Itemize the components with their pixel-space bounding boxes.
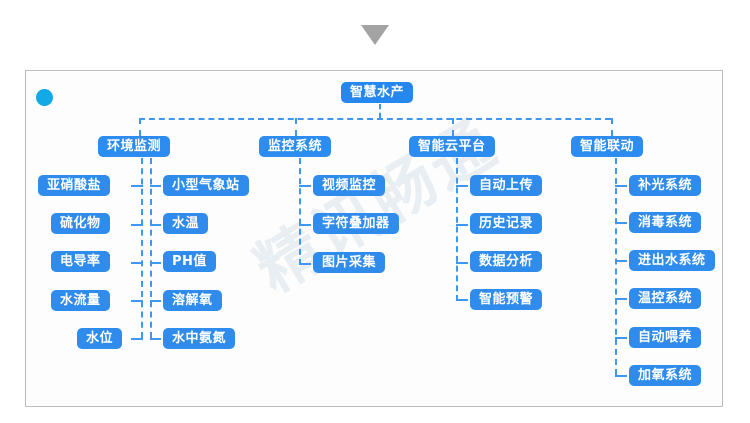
leaf-fill-light-system[interactable]: 补光系统 (629, 175, 702, 196)
node-branch-environment[interactable]: 环境监测 (98, 136, 171, 157)
node-branch-surveillance[interactable]: 监控系统 (259, 136, 332, 157)
leaf-disinfection-system[interactable]: 消毒系统 (629, 212, 702, 233)
leaf-video-surveillance[interactable]: 视频监控 (313, 175, 386, 196)
leaf-character-overlay[interactable]: 字符叠加器 (313, 213, 399, 234)
connector-drop-2 (295, 118, 297, 136)
connector-root-stem (379, 104, 381, 118)
connector-stub (615, 185, 627, 187)
connector-stub (615, 260, 627, 262)
leaf-water-flow[interactable]: 水流量 (51, 290, 110, 311)
connector-spine-1-left (141, 158, 143, 338)
node-branch-cloud[interactable]: 智能云平台 (409, 136, 495, 157)
chevron-down-icon (361, 25, 389, 45)
leaf-ammonia-nitrogen[interactable]: 水中氨氮 (163, 328, 236, 349)
leaf-data-analysis[interactable]: 数据分析 (470, 251, 543, 272)
connector-stub (150, 338, 161, 340)
leaf-sulfide[interactable]: 硫化物 (51, 213, 110, 234)
connector-drop-4 (611, 118, 613, 136)
connector-stub (299, 263, 311, 265)
leaf-conductivity[interactable]: 电导率 (51, 251, 110, 272)
leaf-auto-feeding[interactable]: 自动喂养 (629, 327, 702, 348)
leaf-dissolved-oxygen[interactable]: 溶解氧 (163, 290, 222, 311)
leaf-smart-alert[interactable]: 智能预警 (470, 289, 543, 310)
connector-drop-1 (139, 118, 141, 136)
leaf-water-level[interactable]: 水位 (77, 328, 123, 349)
leaf-ph-value[interactable]: PH值 (163, 251, 216, 272)
connector-stub (131, 224, 143, 226)
connector-stub (131, 300, 143, 302)
connector-stub (299, 224, 311, 226)
connector-stub (456, 299, 468, 301)
connector-stub (456, 185, 468, 187)
connector-stub (131, 338, 143, 340)
leaf-nitrite[interactable]: 亚硝酸盐 (38, 175, 111, 196)
connector-stub (131, 185, 143, 187)
leaf-history-record[interactable]: 历史记录 (470, 213, 543, 234)
leaf-auto-upload[interactable]: 自动上传 (470, 175, 543, 196)
connector-spine-4 (615, 158, 617, 375)
diagram-panel (25, 70, 723, 407)
connector-stub (615, 337, 627, 339)
connector-stub (615, 298, 627, 300)
node-branch-linkage[interactable]: 智能联动 (571, 136, 644, 157)
leaf-image-capture[interactable]: 图片采集 (313, 252, 386, 273)
connector-stub (299, 185, 311, 187)
connector-stub (615, 375, 627, 377)
leaf-water-inout-system[interactable]: 进出水系统 (629, 250, 715, 271)
connector-stub (150, 224, 161, 226)
connector-stub (131, 262, 143, 264)
connector-spine-3 (456, 158, 458, 301)
leaf-weather-station[interactable]: 小型气象站 (163, 175, 249, 196)
connector-bus (139, 118, 611, 120)
connector-stub (150, 185, 161, 187)
connector-stub (615, 222, 627, 224)
connector-drop-3 (452, 118, 454, 136)
connector-stub (456, 224, 468, 226)
connector-stub (456, 262, 468, 264)
connector-stub (150, 262, 161, 264)
node-root[interactable]: 智慧水产 (341, 82, 414, 103)
connector-spine-2 (299, 158, 301, 265)
leaf-water-temperature[interactable]: 水温 (163, 213, 209, 234)
connector-stub (150, 300, 161, 302)
leaf-temperature-control-system[interactable]: 温控系统 (629, 288, 702, 309)
leaf-oxygenation-system[interactable]: 加氧系统 (629, 365, 702, 386)
connector-spine-1-right (150, 158, 152, 338)
status-dot (36, 89, 53, 106)
